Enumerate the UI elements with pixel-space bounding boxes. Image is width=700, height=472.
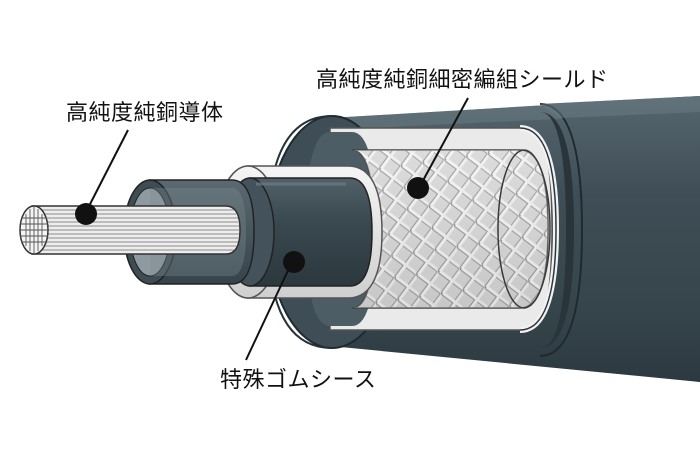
conductor-label: 高純度純銅導体 bbox=[66, 101, 224, 126]
sheath-label: 特殊ゴムシース bbox=[220, 368, 377, 393]
conductor bbox=[19, 205, 241, 255]
conductor-marker-dot bbox=[75, 203, 97, 225]
shield-label: 高純度純銅細密編組シールド bbox=[316, 68, 609, 93]
shield-leader-line bbox=[419, 97, 469, 187]
outer-jacket-right bbox=[539, 96, 700, 382]
conductor-leader-line bbox=[85, 129, 129, 213]
shield-marker-dot bbox=[407, 177, 429, 199]
sheath-marker-dot bbox=[283, 251, 305, 273]
sheath-leader-line bbox=[245, 261, 293, 361]
conductor-strands bbox=[36, 209, 239, 251]
conductor-end-grid bbox=[20, 207, 48, 253]
callouts bbox=[75, 97, 469, 361]
